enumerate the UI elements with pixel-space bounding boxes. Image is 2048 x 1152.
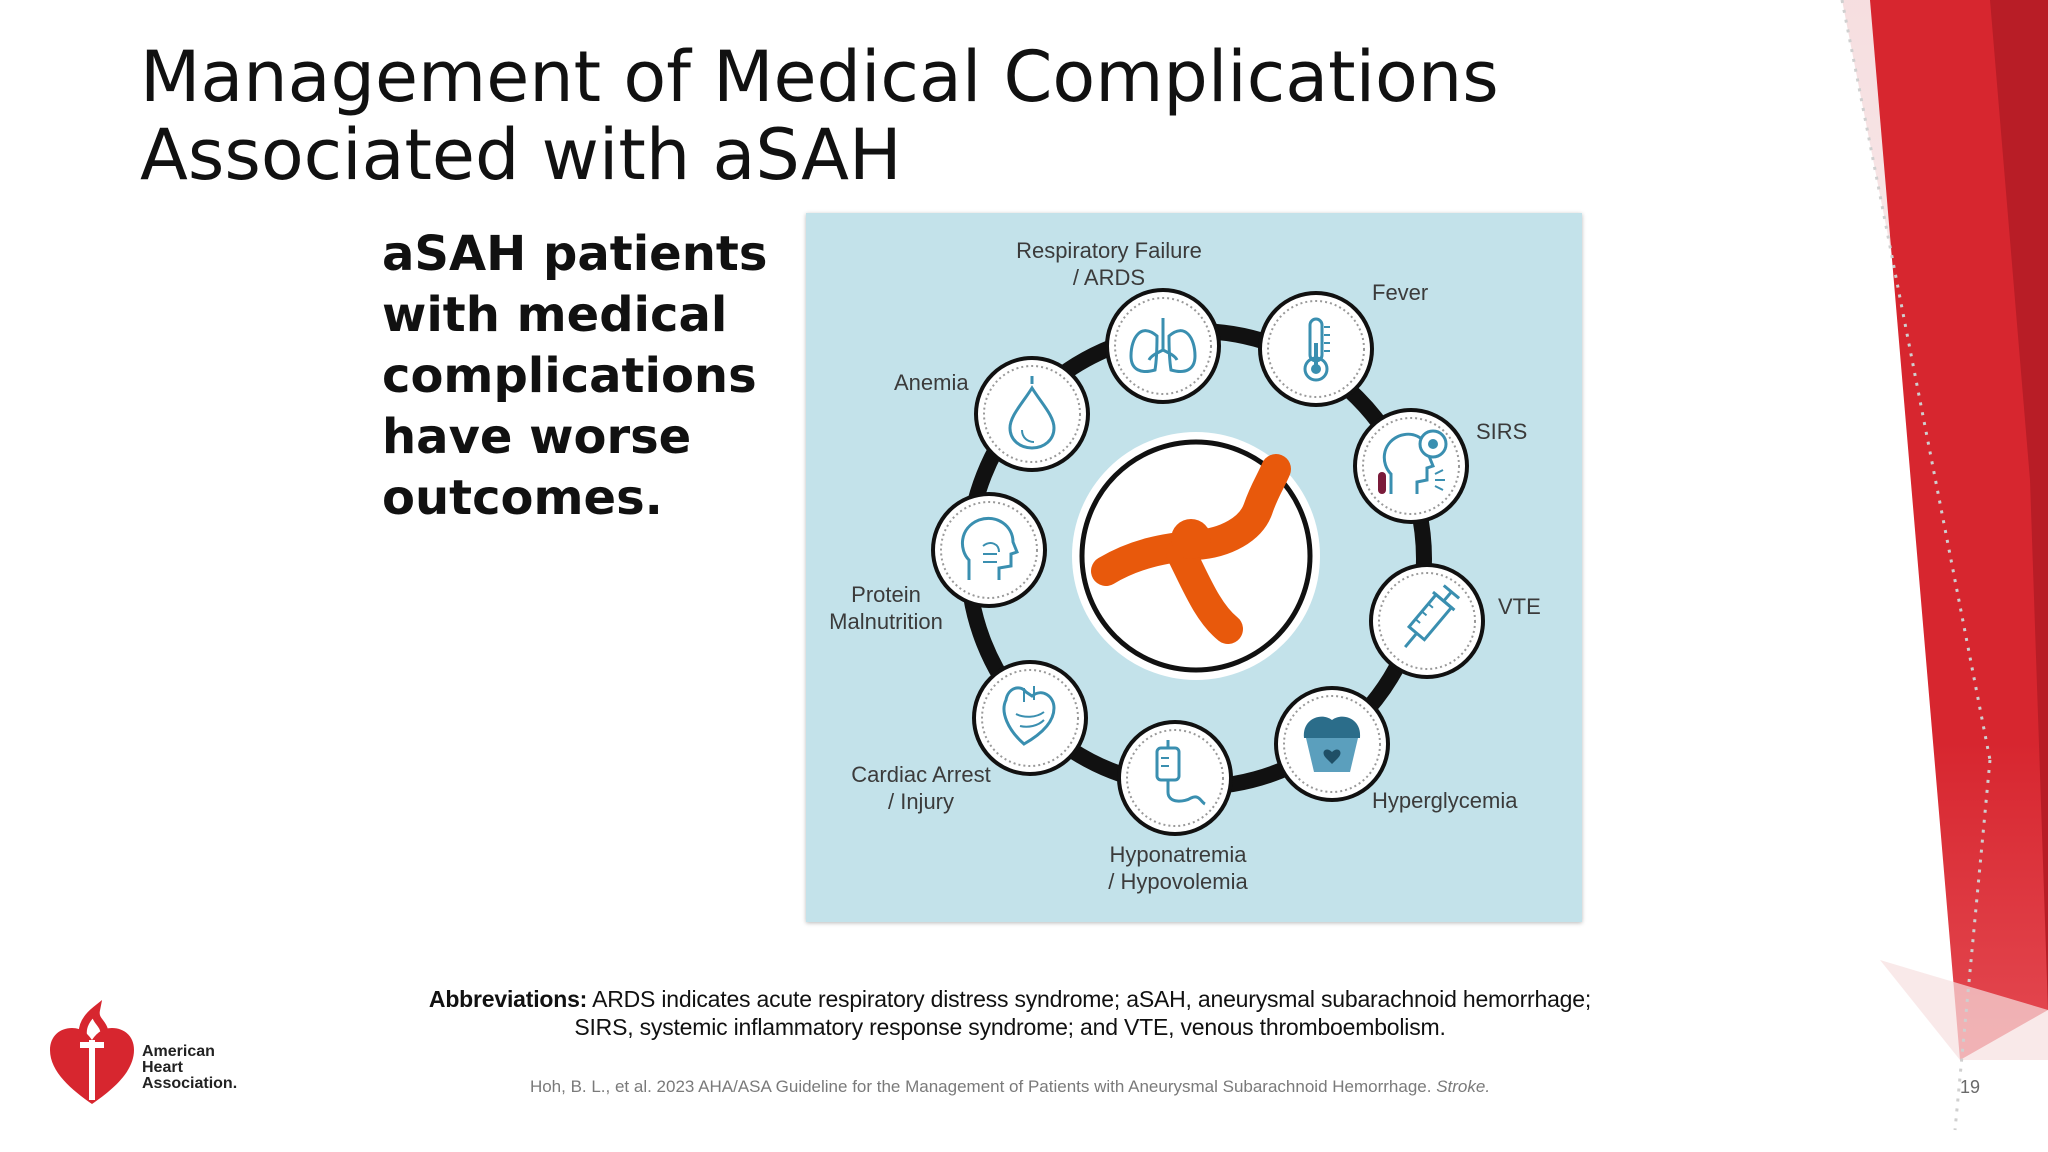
page-number: 19 — [1959, 1077, 1980, 1097]
heart-icon — [972, 660, 1088, 776]
label-protein-line1: Protein — [851, 582, 921, 607]
label-anemia: Anemia — [894, 370, 969, 395]
american-heart-association-logo — [50, 1000, 134, 1104]
label-vte: VTE — [1498, 594, 1541, 619]
abbreviations-line1: ARDS indicates acute respiratory distres… — [592, 986, 1592, 1012]
label-cardiac-line1: Cardiac Arrest — [851, 762, 991, 787]
label-respiratory-line1: Respiratory Failure — [1016, 238, 1202, 263]
label-respiratory-failure: Respiratory Failure / ARDS — [999, 237, 1219, 291]
label-hyperglycemia: Hyperglycemia — [1372, 788, 1518, 813]
syringe-icon — [1369, 563, 1485, 679]
head-profile-icon — [931, 492, 1047, 608]
iv-bag-icon — [1117, 720, 1233, 836]
label-hyponatremia-line2: / Hypovolemia — [1108, 869, 1248, 894]
abbreviations-label: Abbreviations: — [428, 986, 588, 1012]
lungs-icon — [1105, 288, 1221, 404]
label-hyponatremia: Hyponatremia / Hypovolemia — [1078, 841, 1278, 895]
citation-text: Hoh, B. L., et al. 2023 AHA/ASA Guidelin… — [529, 1077, 1432, 1096]
head-virus-icon — [1353, 408, 1469, 524]
complications-diagram — [931, 288, 1485, 836]
complications-figure: Respiratory Failure / ARDS Fever SIRS VT… — [806, 213, 1582, 922]
slide-title: Management of Medical Complications Asso… — [140, 36, 1499, 196]
abbreviations-line2: SIRS, systemic inflammatory response syn… — [574, 1014, 1446, 1040]
lead-statement: aSAH patients with medical complications… — [382, 226, 768, 526]
thermometer-icon — [1258, 291, 1374, 407]
logo-line1: American — [142, 1043, 215, 1060]
label-cardiac-arrest: Cardiac Arrest / Injury — [826, 761, 1016, 815]
aneurysm-icon — [1091, 454, 1291, 644]
label-hyponatremia-line1: Hyponatremia — [1109, 842, 1247, 867]
label-fever: Fever — [1372, 280, 1429, 305]
logo-line2: Heart — [142, 1059, 183, 1076]
label-protein-line2: Malnutrition — [829, 609, 943, 634]
citation: Hoh, B. L., et al. 2023 AHA/ASA Guidelin… — [420, 1077, 1600, 1097]
logo-wordmark: American Heart Association. — [142, 1044, 237, 1092]
cupcake-icon — [1274, 686, 1390, 802]
citation-journal: Stroke. — [1436, 1077, 1491, 1096]
abbreviations-note: Abbreviations: ARDS indicates acute resp… — [300, 985, 1720, 1041]
label-cardiac-line2: / Injury — [887, 789, 955, 814]
label-respiratory-line2: / ARDS — [1072, 265, 1146, 290]
blood-drop-icon — [974, 356, 1090, 472]
label-sirs: SIRS — [1476, 419, 1528, 444]
logo-line3: Association. — [142, 1075, 238, 1092]
label-protein-malnutrition: Protein Malnutrition — [816, 581, 956, 635]
